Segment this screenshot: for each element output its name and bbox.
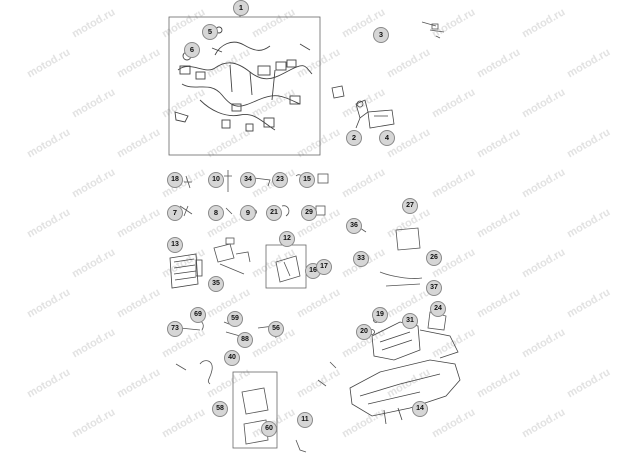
cover-lower [243,419,269,445]
main-frame [349,317,461,425]
callout-19: 19 [372,307,388,323]
small-parts-lower [175,320,337,387]
callout-15: 15 [299,172,315,188]
callout-13: 13 [167,237,183,253]
callout-36: 36 [346,218,362,234]
cable-11 [295,439,307,453]
callout-5: 5 [202,24,218,40]
callout-24: 24 [430,301,446,317]
callout-27: 27 [402,198,418,214]
callout-56: 56 [268,321,284,337]
callout-8: 8 [208,205,224,221]
callout-10: 10 [208,172,224,188]
callout-3: 3 [373,27,389,43]
wire-pieces [421,21,445,39]
relay-assembly [331,85,395,129]
callout-35: 35 [208,276,224,292]
callout-73: 73 [167,321,183,337]
callout-34: 34 [240,172,256,188]
callout-11: 11 [297,412,313,428]
callout-29: 29 [301,205,317,221]
callout-9: 9 [240,205,256,221]
callout-14: 14 [412,401,428,417]
callout-23: 23 [272,172,288,188]
callout-60: 60 [261,421,277,437]
callout-12: 12 [279,231,295,247]
callout-69: 69 [190,307,206,323]
ecu-unit [169,253,203,289]
wiring-harness-frame [168,16,321,156]
callout-6: 6 [184,42,200,58]
small-parts-row-1 [184,170,329,192]
callout-31: 31 [402,313,418,329]
callout-1: 1 [233,0,249,16]
cover-upper [241,387,269,415]
callout-88: 88 [237,332,253,348]
connector-cluster [213,237,251,275]
callout-37: 37 [426,280,442,296]
callout-18: 18 [167,172,183,188]
battery-group [359,227,423,287]
callout-59: 59 [227,311,243,327]
cover-frame [232,371,278,449]
callout-2: 2 [346,130,362,146]
bracket [275,255,301,283]
callout-4: 4 [379,130,395,146]
callout-58: 58 [212,401,228,417]
callout-7: 7 [167,205,183,221]
callout-40: 40 [224,350,240,366]
callout-21: 21 [266,205,282,221]
callout-20: 20 [356,324,372,340]
callout-33: 33 [353,251,369,267]
callout-17: 17 [316,259,332,275]
callout-26: 26 [426,250,442,266]
